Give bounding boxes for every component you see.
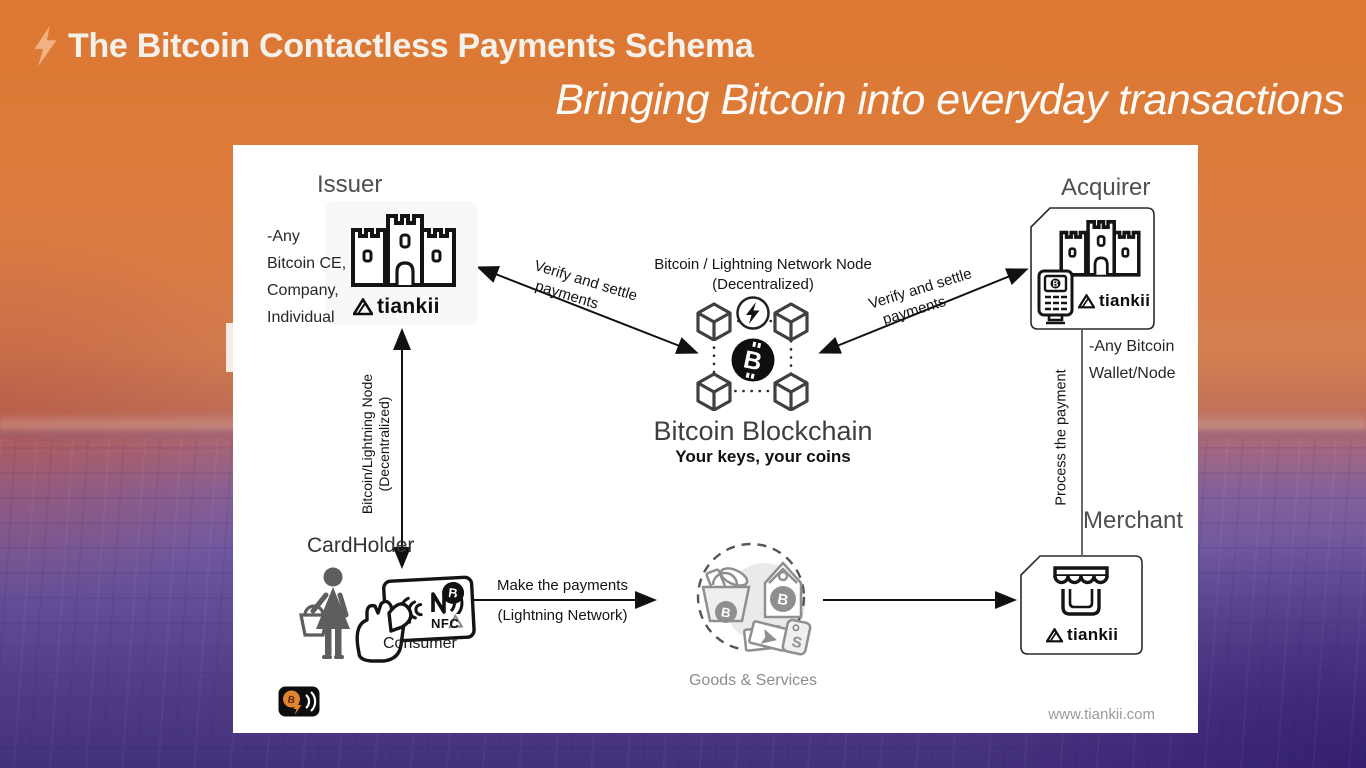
lightning-node-icon [736, 296, 770, 330]
edge-line: (Decentralized) [376, 396, 392, 492]
merchant-card-outline [1020, 555, 1143, 655]
tiankii-logo-icon [1046, 627, 1063, 642]
consumer-label: Consumer [383, 635, 457, 652]
issuer-brand: tiankii [353, 295, 440, 319]
cube-icon [696, 372, 732, 411]
castle-icon [1059, 220, 1141, 277]
merchant-label: Merchant [1083, 507, 1184, 534]
bitcoin-coin-icon: B [731, 338, 775, 382]
edge-make-payments-line2: (Lightning Network) [497, 607, 628, 624]
castle-icon [351, 214, 456, 287]
blockchain-title: Bitcoin Blockchain [653, 416, 873, 446]
merchant-brand-text: tiankii [1067, 625, 1119, 644]
nfc-label: NFC [431, 616, 460, 631]
blockchain-node-line1: Bitcoin / Lightning Network Node [654, 256, 872, 273]
acquirer-note: -Any Bitcoin Wallet/Node [1089, 333, 1176, 387]
note-line: -Any Bitcoin [1089, 338, 1175, 355]
svg-text:B: B [448, 585, 459, 601]
svg-text:S: S [790, 633, 803, 652]
svg-text:B: B [720, 604, 732, 620]
issuer-brand-text: tiankii [377, 295, 440, 318]
goods-services-label: Goods & Services [688, 672, 818, 689]
merchant-card: tiankii [1020, 555, 1143, 655]
edge-process-payment-label: Process the payment [1053, 369, 1070, 506]
slide-subtitle: Bringing Bitcoin into everyday transacti… [555, 76, 1344, 124]
website-url: www.tiankii.com [1048, 706, 1155, 723]
cube-icon [773, 302, 809, 341]
acquirer-label: Acquirer [1061, 174, 1151, 201]
note-line: Individual [267, 309, 335, 326]
panel-notch [226, 323, 234, 372]
edge-issuer-cardholder-label: Bitcoin/Lightning Node (Decentralized) [359, 329, 393, 559]
note-line: Bitcoin CE, [267, 255, 347, 272]
issuer-label: Issuer [317, 171, 383, 198]
cube-icon [696, 302, 732, 341]
lightning-bolt-icon [34, 25, 57, 67]
note-line: -Any [267, 228, 300, 245]
cube-icon [773, 372, 809, 411]
edge-line: Bitcoin/Lightning Node [359, 373, 375, 515]
consumer-person-icon [299, 567, 350, 659]
hand-card-icon: B [355, 575, 476, 663]
connector-arrows [393, 266, 1083, 609]
edge-make-payments-line1: Make the payments [497, 577, 628, 594]
contactless-bitcoin-icon: B [278, 686, 320, 717]
note-line: Wallet/Node [1089, 365, 1176, 382]
acquirer-brand: tiankii [1078, 291, 1150, 311]
svg-text:B: B [1053, 280, 1059, 289]
goods-services-icon: B B S [696, 542, 812, 656]
svg-text:B: B [776, 591, 790, 610]
blockchain-tagline: Your keys, your coins [675, 447, 851, 466]
diagram-panel: Issuer tiankii -Any [233, 145, 1198, 733]
slide-title: The Bitcoin Contactless Payments Schema [68, 26, 754, 65]
cardholder-label: CardHolder [307, 534, 415, 557]
merchant-brand: tiankii [1046, 625, 1118, 645]
nfc-waves-icon [431, 589, 464, 614]
svg-text:B: B [741, 345, 764, 376]
acquirer-brand-text: tiankii [1099, 291, 1151, 310]
payment-terminal-icon: B [1037, 269, 1074, 325]
issuer-note: -Any Bitcoin CE, Company, Individual [267, 223, 346, 331]
tiankii-logo-icon [353, 298, 373, 316]
store-icon [1053, 566, 1109, 616]
svg-text:B: B [287, 694, 296, 706]
header: The Bitcoin Contactless Payments Schema [26, 24, 754, 68]
note-line: Company, [267, 282, 339, 299]
tiankii-logo-icon [1078, 293, 1095, 308]
acquirer-card: B tiankii [1030, 207, 1155, 330]
blockchain-node-line2: (Decentralized) [712, 276, 814, 293]
